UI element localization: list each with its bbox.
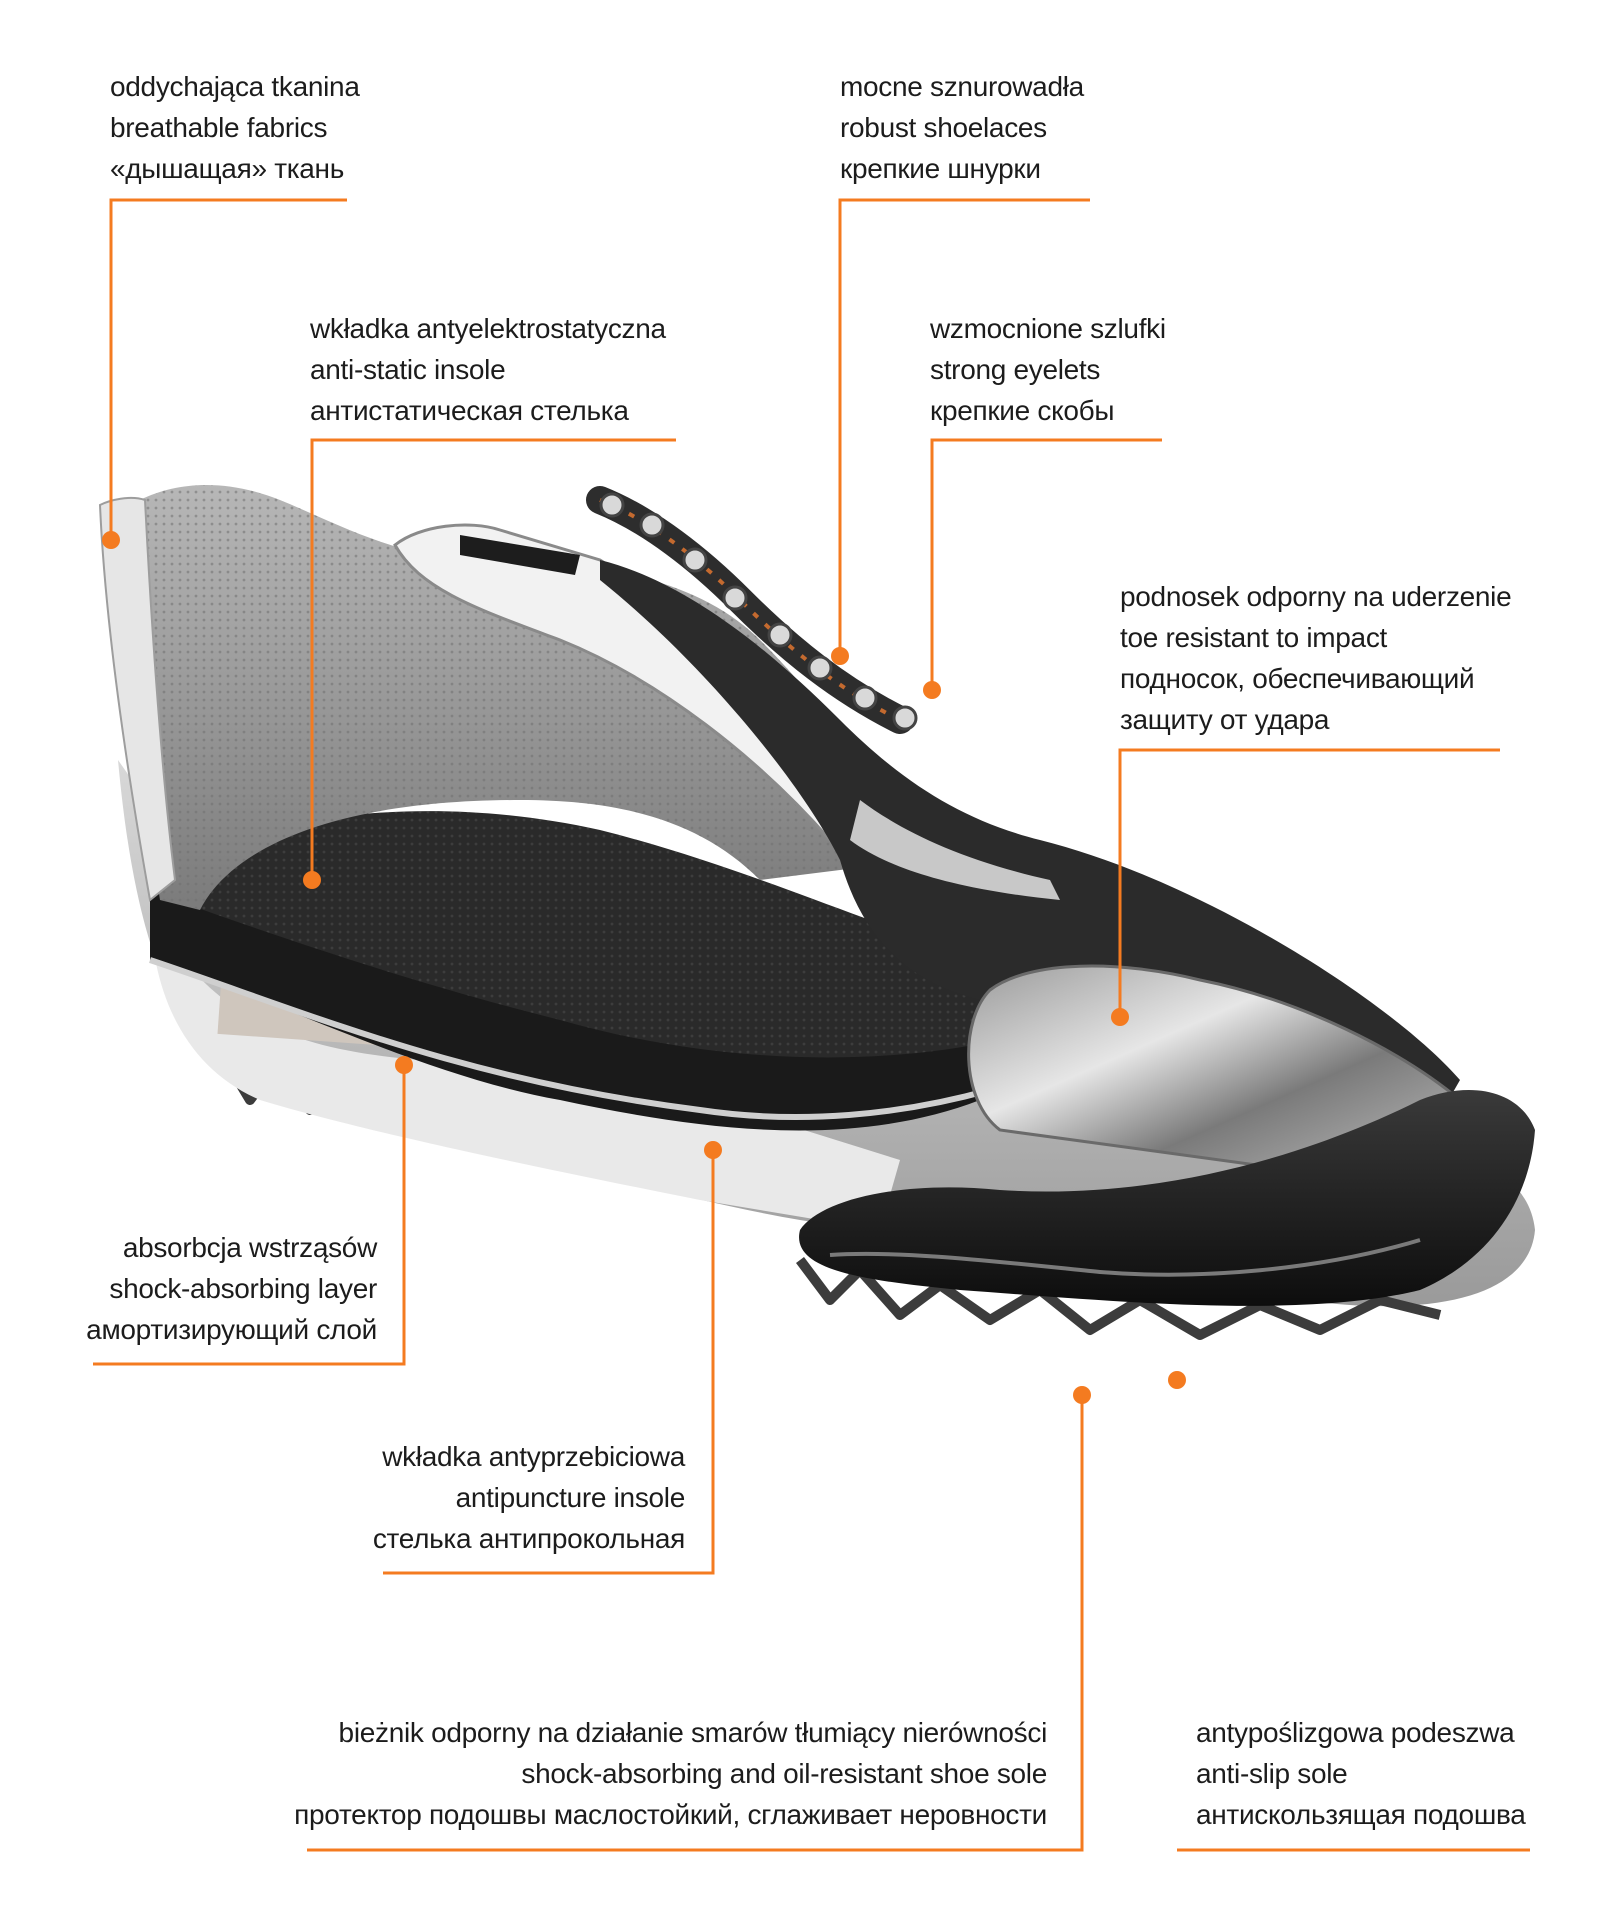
callout-line-en: strong eyelets [930, 354, 1101, 385]
callout-line-ru: стелька антипрокольная [372, 1523, 685, 1554]
callout-dots [102, 531, 1186, 1404]
callout-line-pl: mocne sznurowadła [840, 71, 1084, 102]
callout-line-ru: амортизирующий слой [86, 1314, 377, 1345]
dot-shock [395, 1056, 413, 1074]
callout-line-pl: oddychająca tkanina [110, 71, 360, 102]
dot-puncture [704, 1141, 722, 1159]
dot-tread [1073, 1386, 1091, 1404]
leader-shoelaces [838, 198, 1090, 656]
tongue-leather [850, 800, 1060, 900]
shoe-body [98, 485, 1535, 1340]
callout-strong-eyelets: wzmocnione szlufki strong eyelets крепки… [930, 308, 1166, 431]
callout-anti-static-insole: wkładka antyelektrostatyczna anti-static… [310, 308, 666, 431]
callout-line-ru: крепкие скобы [930, 395, 1115, 426]
dot-breathable [102, 531, 120, 549]
callout-line-ru: крепкие шнурки [840, 153, 1041, 184]
callout-line-en: anti-static insole [310, 354, 506, 385]
callout-line-ru: антискользящая подошва [1196, 1799, 1526, 1830]
callout-line-pl: antypoślizgowa podeszwa [1196, 1717, 1515, 1748]
callout-line-pl: bieżnik odporny na działanie smarów tłum… [338, 1717, 1048, 1748]
leader-puncture [383, 1150, 715, 1575]
eyelets [599, 492, 918, 731]
dot-eyelets [923, 681, 941, 699]
callout-line-en: anti-slip sole [1196, 1758, 1348, 1789]
callout-line-ru: «дышащая» ткань [110, 153, 345, 184]
callout-line-pl: wkładka antyprzebiciowa [382, 1441, 685, 1472]
callout-line-pl: wzmocnione szlufki [930, 313, 1166, 344]
callout-robust-shoelaces: mocne sznurowadła robust shoelaces крепк… [840, 66, 1084, 189]
callout-line-pl: absorbcja wstrząsów [122, 1232, 377, 1263]
callout-line-en: robust shoelaces [840, 112, 1047, 143]
callout-oil-resistant-sole: bieżnik odporny na działanie smarów tłum… [294, 1712, 1047, 1835]
callout-line-en: shock-absorbing and oil-resistant shoe s… [521, 1758, 1047, 1789]
callout-antipuncture-insole: wkładka antyprzebiciowa antipuncture ins… [373, 1436, 685, 1559]
heel-collar [98, 496, 177, 902]
callout-line-en: antipuncture insole [455, 1482, 686, 1513]
callout-line-pl: podnosek odporny na uderzenie [1120, 581, 1512, 612]
leader-tread [307, 1395, 1084, 1852]
dot-insole [303, 871, 321, 889]
toe-bumper [799, 1090, 1535, 1306]
leader-eyelets [930, 438, 1162, 690]
outsole [118, 760, 1535, 1307]
callout-anti-slip-sole: antypoślizgowa podeszwa anti-slip sole а… [1196, 1712, 1526, 1835]
dot-toe [1111, 1008, 1129, 1026]
callout-line-en: breathable fabrics [110, 112, 328, 143]
leader-insole [310, 438, 676, 880]
callout-line-en: shock-absorbing layer [109, 1273, 377, 1304]
callout-shock-absorbing-layer: absorbcja wstrząsów shock-absorbing laye… [86, 1227, 377, 1350]
callout-breathable-fabrics: oddychająca tkanina breathable fabrics «… [110, 66, 360, 189]
dot-antislip [1168, 1371, 1186, 1389]
callout-line-en: toe resistant to impact [1120, 622, 1388, 653]
callout-line-ru: протектор подошвы маслостойкий, сглажива… [294, 1799, 1047, 1830]
leader-breathable [109, 198, 347, 540]
callout-leaders [93, 198, 1530, 1852]
leader-toe [1118, 748, 1500, 1017]
callout-line-pl: wkładka antyelektrostatyczna [310, 313, 666, 344]
callout-line-ru: подносок, обеспечивающий [1120, 663, 1475, 694]
dot-shoelaces [831, 647, 849, 665]
callout-line-ru-2: защиту от удара [1120, 704, 1330, 735]
callout-line-ru: антистатическая стелька [310, 395, 629, 426]
leader-shock [93, 1065, 406, 1366]
callout-toe-resistant: podnosek odporny na uderzenie toe resist… [1120, 576, 1512, 740]
